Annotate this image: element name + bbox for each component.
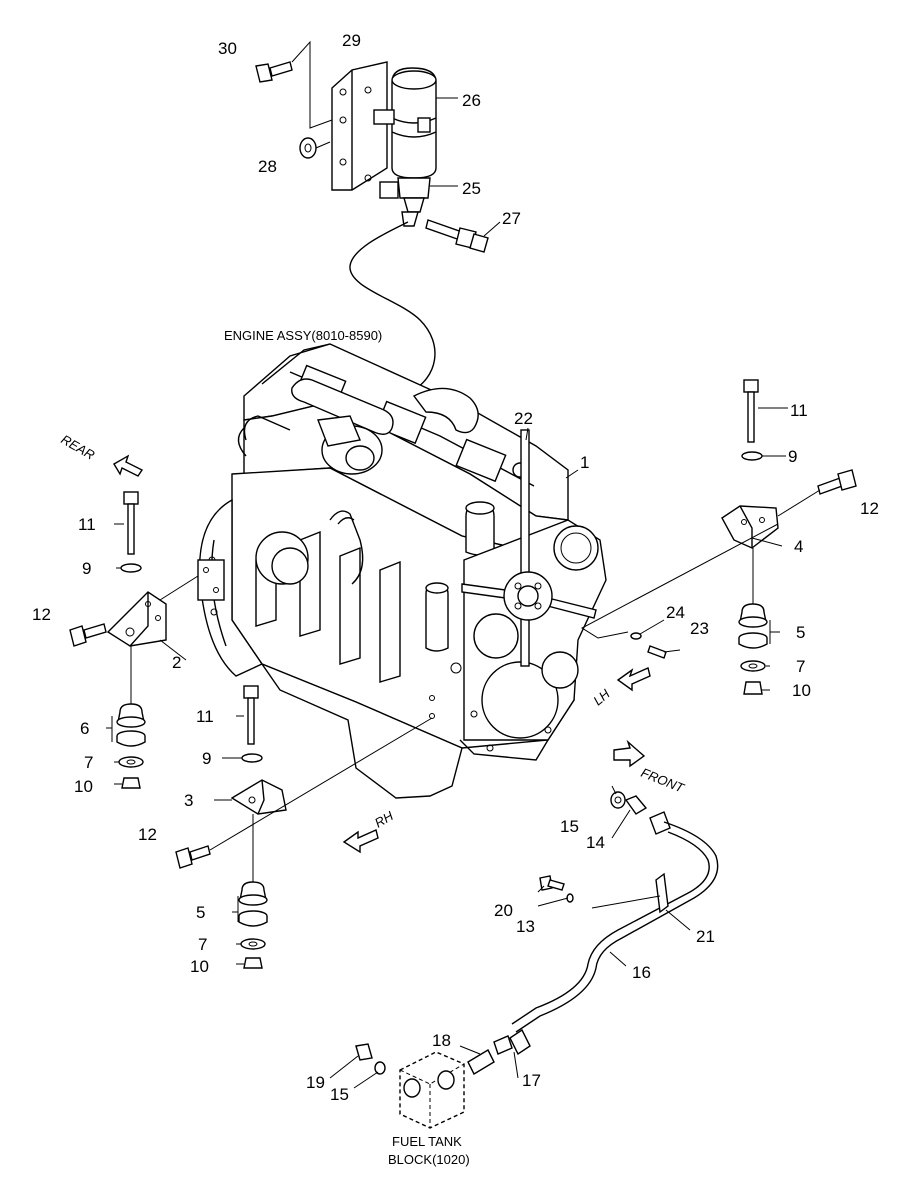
- callout-9-center: 9: [202, 749, 211, 768]
- nut-10-right: [743, 681, 763, 695]
- plug-19: [355, 1043, 373, 1061]
- fuel-filter-cartridge-26: [373, 67, 437, 179]
- callout-18: 18: [432, 1031, 451, 1050]
- fuel-pipe-16: [511, 811, 719, 1033]
- engine-assembly: [197, 343, 607, 799]
- front-label: FRONT: [639, 765, 687, 796]
- callout-4: 4: [794, 537, 803, 556]
- rh-arrow: [342, 829, 379, 854]
- rh-label: RH: [372, 808, 396, 831]
- rear-arrow: [113, 454, 144, 477]
- callout-5-right: 5: [796, 623, 805, 642]
- lh-arrow: [616, 667, 651, 692]
- callout-20: 20: [494, 901, 513, 920]
- fuel-tank-label-line2: BLOCK(1020): [388, 1152, 470, 1167]
- washer-7-right: [740, 660, 766, 672]
- filter-bracket-29: [331, 61, 388, 191]
- bolt-12-left: [69, 623, 107, 647]
- callout-2: 2: [172, 653, 181, 672]
- fitting-17: [493, 1028, 531, 1056]
- callout-11-left: 11: [78, 515, 96, 534]
- callout-23: 23: [690, 619, 709, 638]
- fuel-tank-label-line1: FUEL TANK: [392, 1134, 462, 1149]
- callout-14: 14: [586, 833, 605, 852]
- callout-25: 25: [462, 179, 481, 198]
- callout-28: 28: [258, 157, 277, 176]
- clamp-21: [591, 872, 669, 914]
- callout-24: 24: [666, 603, 685, 622]
- callout-22: 22: [514, 409, 533, 428]
- callout-6: 6: [80, 719, 89, 738]
- callout-12-center: 12: [138, 825, 157, 844]
- callout-10-right: 10: [792, 681, 811, 700]
- front-arrow: [613, 739, 646, 768]
- callout-5-center: 5: [196, 903, 205, 922]
- connector-14: [624, 795, 648, 815]
- mount-rubber-6: [116, 703, 146, 747]
- cooling-fan-22: [461, 429, 597, 667]
- callout-7-right: 7: [796, 657, 805, 676]
- oil-filter: [255, 531, 309, 585]
- callout-16: 16: [632, 963, 651, 982]
- engine-assy-label: ENGINE ASSY(8010-8590): [224, 328, 382, 343]
- washer-28: [299, 137, 317, 159]
- callout-1: 1: [580, 453, 589, 472]
- washer-15-tank: [374, 1061, 386, 1075]
- callout-19: 19: [306, 1073, 325, 1092]
- washer-9-right: [741, 451, 763, 461]
- lh-label: LH: [590, 686, 613, 709]
- callout-3: 3: [184, 791, 193, 810]
- washer-9-center: [241, 753, 263, 763]
- callout-11-center: 11: [196, 707, 214, 726]
- bolt-30: [255, 61, 293, 83]
- bolt-23: [647, 645, 667, 659]
- turbocharger: [317, 415, 383, 475]
- fuel-tank-block: [399, 1051, 465, 1129]
- nut-10-center: [243, 957, 263, 969]
- bracket-2: [106, 591, 167, 647]
- washer-15-front: [610, 791, 626, 809]
- callout-30: 30: [218, 39, 237, 58]
- callout-27: 27: [502, 209, 521, 228]
- washer-24: [630, 632, 642, 640]
- bolt-12-right: [817, 469, 857, 495]
- mount-rubber-5-center: [238, 881, 268, 927]
- bolt-20: [539, 875, 565, 891]
- callout-7-center: 7: [198, 935, 207, 954]
- bracket-4: [721, 505, 779, 549]
- callout-21: 21: [696, 927, 715, 946]
- callout-9-right: 9: [788, 447, 797, 466]
- callout-26: 26: [462, 91, 481, 110]
- mount-rubber-5-right: [738, 603, 768, 649]
- rear-label: REAR: [59, 432, 98, 463]
- callout-10-left: 10: [74, 777, 93, 796]
- bolt-12-center: [175, 845, 211, 869]
- callout-7-left: 7: [84, 753, 93, 772]
- callout-17: 17: [522, 1071, 541, 1090]
- bracket-3: [230, 779, 287, 815]
- callout-15-front: 15: [560, 817, 579, 836]
- callout-12-right: 12: [860, 499, 879, 518]
- washer-7-center: [240, 938, 266, 950]
- bolt-27: [425, 219, 489, 253]
- connector-18: [467, 1049, 495, 1075]
- filter-head-25: [379, 177, 431, 227]
- callout-10-center: 10: [190, 957, 209, 976]
- callout-9-left: 9: [82, 559, 91, 578]
- callout-15-tank: 15: [330, 1085, 349, 1104]
- bolt-11-right: [743, 379, 759, 443]
- callout-11-right: 11: [790, 401, 808, 420]
- bolt-11-left: [123, 491, 139, 555]
- washer-7-left: [118, 756, 144, 768]
- callout-12-left: 12: [32, 605, 51, 624]
- callout-13: 13: [516, 917, 535, 936]
- washer-9-left: [120, 563, 142, 573]
- bolt-11-center: [243, 685, 259, 745]
- callout-29: 29: [342, 31, 361, 50]
- nut-10-left: [121, 777, 141, 789]
